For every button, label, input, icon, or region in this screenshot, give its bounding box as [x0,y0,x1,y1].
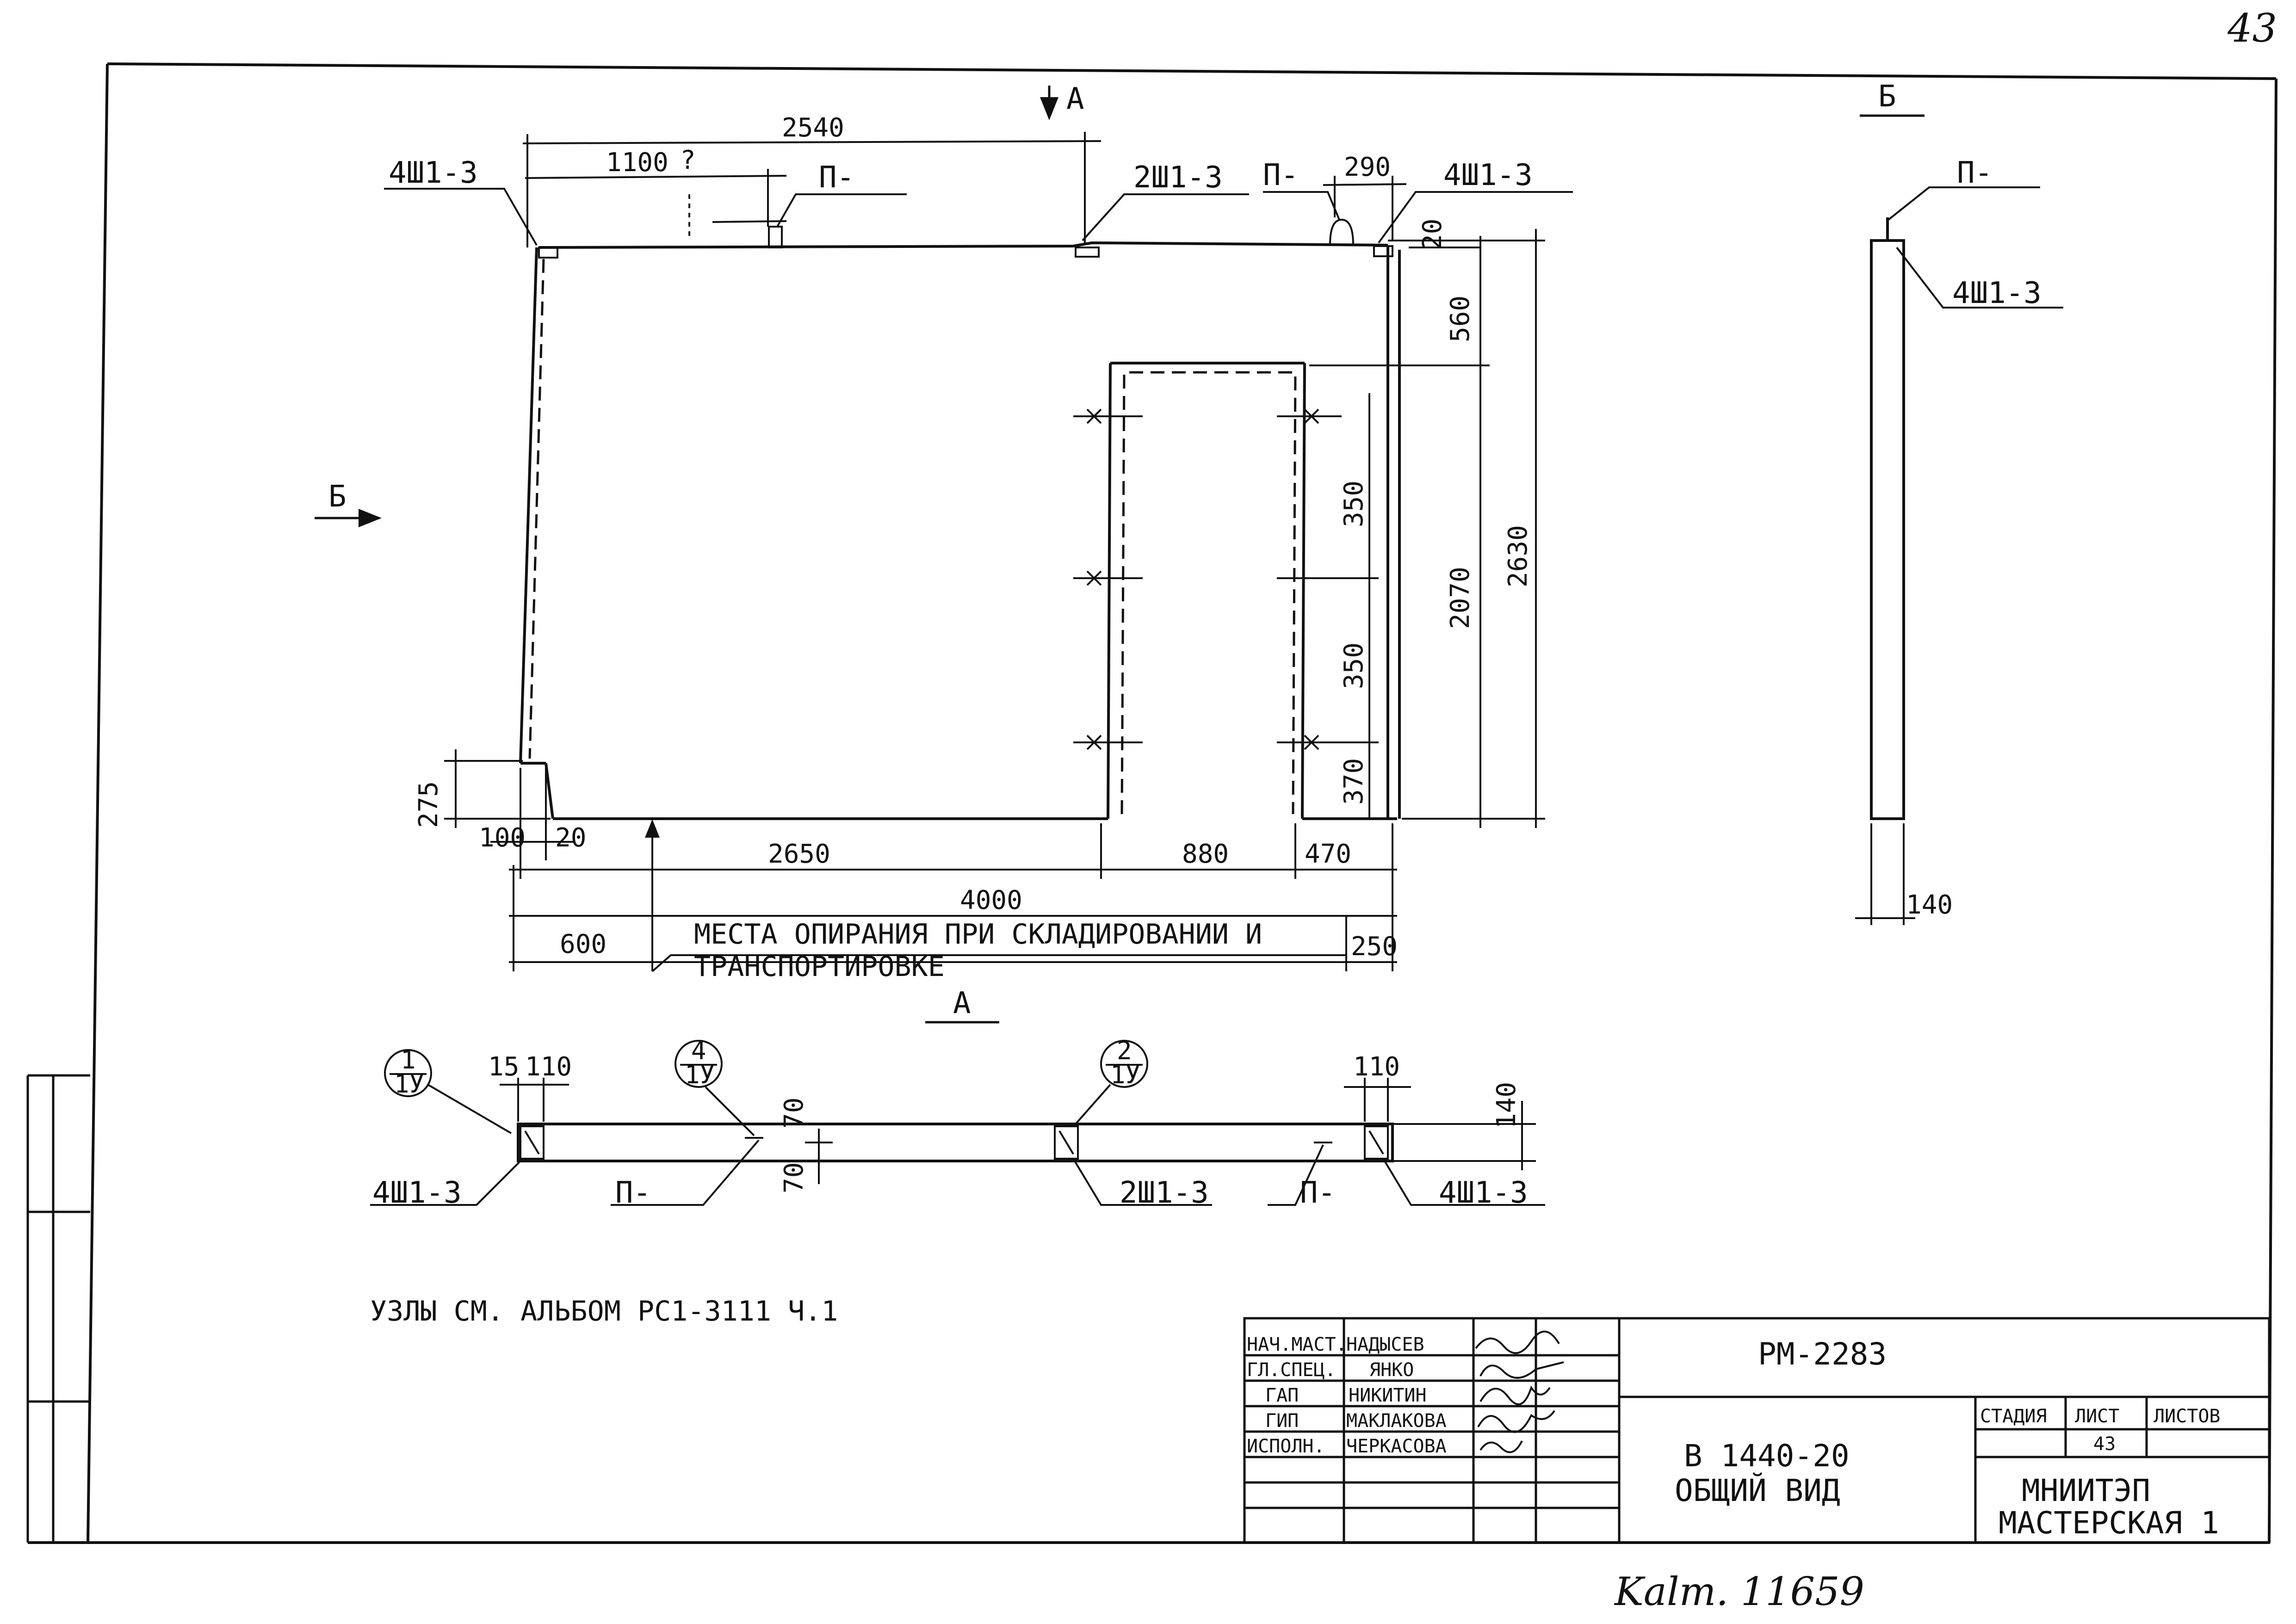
plan-dim-15: 15 [488,1052,519,1082]
plan-leaders [370,1139,1545,1206]
svg-text:1У: 1У [394,1069,424,1099]
section-mark-p: П- [1957,156,1993,190]
dim-2630: 2630 [1503,525,1533,587]
plan-mark-2sh1: 2Ш1-3 [1120,1176,1209,1210]
plan-dim-110-right: 110 [1353,1052,1400,1082]
tb-role-0: НАЧ.МАСТ. [1247,1334,1347,1355]
dim-600: 600 [560,929,606,959]
dim-2070: 2070 [1445,567,1475,629]
dim-2650: 2650 [768,839,830,869]
dim-880: 880 [1182,839,1229,869]
mark-p-left: П- [819,161,854,195]
tb-role-3: ГИП [1265,1410,1299,1432]
tb-name-2: НИКИТИН [1349,1385,1427,1406]
section-b-right: Б [1878,80,1896,114]
title-block-grid [1243,1317,2271,1544]
tb-role-2: ГАП [1265,1385,1299,1406]
tb-role-4: ИСПОЛН. [1247,1436,1325,1457]
tb-name-1: ЯНКО [1369,1359,1414,1381]
tb-sheet-no: 43 [2093,1433,2116,1455]
tb-name-0: НАДЫСЕВ [1346,1334,1424,1355]
tb-workshop: МАСТЕРСКАЯ 1 [1999,1505,2219,1541]
plan-dim-140: 140 [1491,1082,1522,1129]
plan-dimension-lines [500,1078,1536,1184]
dim-1100-question: ? [680,145,696,175]
signatures [1475,1330,1564,1453]
svg-text:1: 1 [401,1045,416,1074]
tb-code: РМ-2283 [1758,1336,1887,1372]
page-number: 43 [2227,6,2277,51]
tb-sheets-header: ЛИСТОВ [2154,1406,2221,1427]
dim-4000: 4000 [960,885,1022,915]
dim-2540: 2540 [782,113,844,143]
dim-275: 275 [414,781,444,828]
section-a-bottom: А [953,986,971,1020]
callout-1-1y: 1 1У [384,1045,512,1134]
dim-100: 100 [479,823,526,853]
hinge-marks [1073,408,1342,750]
plan-plates [520,1125,1389,1160]
dim-20-top: 20 [1417,219,1448,250]
mark-4sh1-right: 4Ш1-3 [1443,158,1533,192]
top-dimension-lines [522,132,1407,247]
sheet-frame [28,62,2277,1544]
plan-dim-70-top: 70 [779,1098,809,1129]
top-leaders [384,188,1573,246]
plan-mark-4sh1-left: 4Ш1-3 [372,1176,462,1210]
plan-dim-110-left: 110 [525,1052,572,1082]
plan-mark-p-left: П- [615,1176,651,1210]
support-note-line2: ТРАНСПОРТИРОВКЕ [694,951,945,983]
section-b-leaders [1855,186,2063,925]
dim-470: 470 [1305,839,1351,869]
panel-outline [519,241,1401,820]
dim-370: 370 [1339,758,1369,805]
dim-140-section: 140 [1906,890,1953,920]
svg-text:4: 4 [691,1036,706,1065]
mark-p-right: П- [1263,158,1299,192]
plan-mark-p-right: П- [1300,1176,1336,1210]
nodes-note: УЗЛЫ СМ. АЛЬБОМ РС1-3111 Ч.1 [370,1295,838,1328]
tb-role-1: ГЛ.СПЕЦ. [1247,1359,1336,1381]
section-b-left: Б [328,480,347,514]
panel-dashed-lines [528,259,1297,815]
dim-250: 250 [1351,932,1398,962]
tb-view: ОБЩИЙ ВИД [1675,1472,1840,1508]
tb-element: В 1440-20 [1684,1438,1850,1474]
dim-350-a: 350 [1339,481,1369,527]
svg-text:2: 2 [1117,1036,1132,1065]
callout-2-1y: 2 1У [1075,1036,1148,1125]
right-dimension-lines [1309,229,1545,828]
section-a-top: А [1066,82,1084,116]
tb-stage-header: СТАДИЯ [1980,1406,2047,1427]
binding-strip [26,1074,90,1543]
plan-dim-70-bottom: 70 [779,1162,809,1193]
tb-org: МНИИТЭП [2022,1473,2150,1508]
plan-outline [517,1123,1394,1162]
dim-290: 290 [1344,152,1391,182]
top-plates [538,218,1393,259]
svg-text:1У: 1У [1110,1060,1140,1089]
dim-20-bottom: 20 [555,823,586,853]
mark-4sh1-left: 4Ш1-3 [389,156,478,190]
callout-4-1y: 4 1У [675,1036,755,1136]
handwritten-footer: Kalm. 11659 [1614,1569,1864,1614]
section-mark-4sh1: 4Ш1-3 [1952,276,2042,310]
left-dimension-lines [444,749,574,879]
support-note-line1: МЕСТА ОПИРАНИЯ ПРИ СКЛАДИРОВАНИИ И [694,918,1262,951]
svg-text:1У: 1У [685,1060,715,1089]
dim-560: 560 [1445,296,1475,342]
mark-2sh1: 2Ш1-3 [1133,161,1223,195]
dim-350-b: 350 [1339,642,1369,689]
dim-1100: 1100 [606,148,668,178]
section-b-profile [1870,217,1905,820]
tb-name-4: ЧЕРКАСОВА [1346,1436,1447,1457]
plan-mark-4sh1-right: 4Ш1-3 [1439,1176,1528,1210]
tb-sheet-header: ЛИСТ [2075,1406,2119,1427]
bottom-dimension-lines [509,819,1397,972]
tb-name-3: МАКЛАКОВА [1346,1410,1447,1432]
